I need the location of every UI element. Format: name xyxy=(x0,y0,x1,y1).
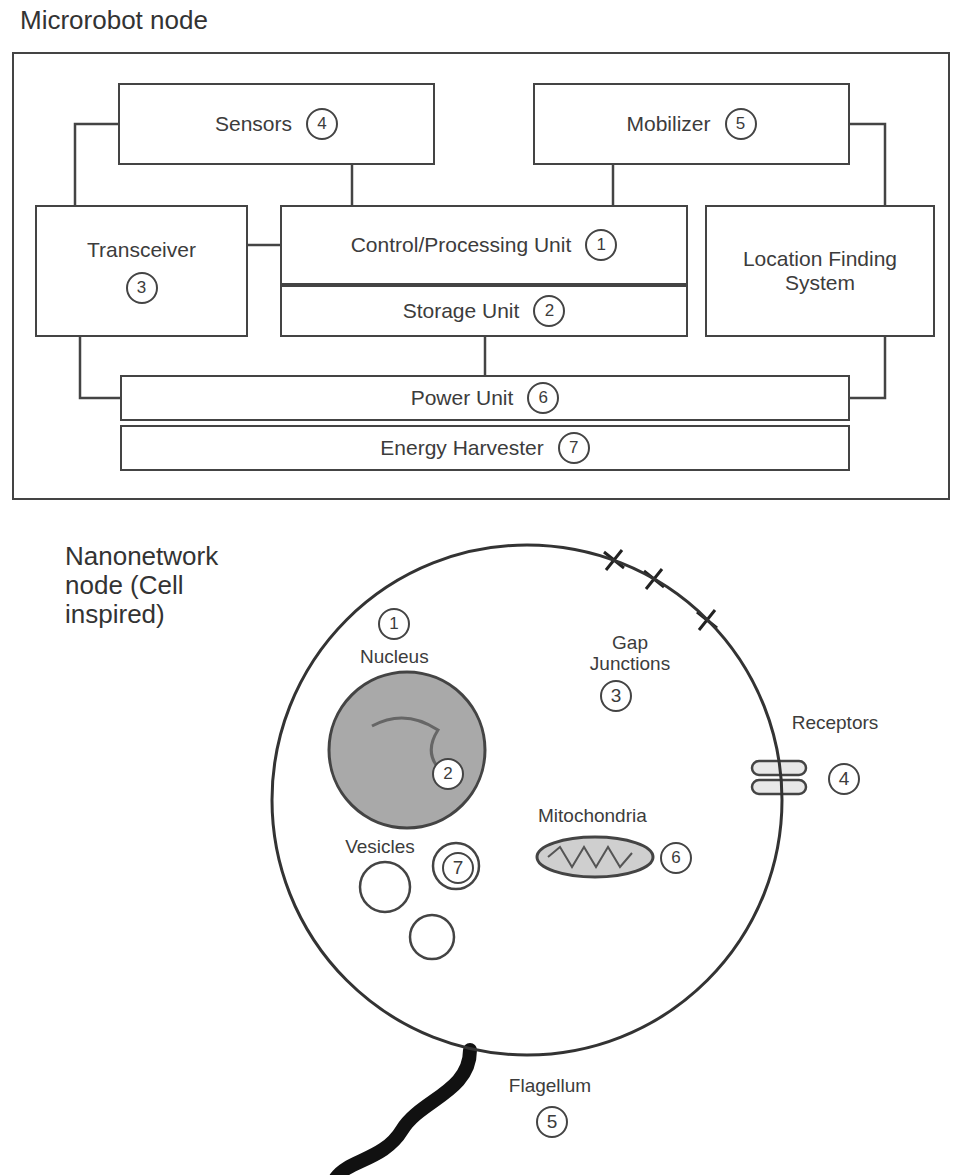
box-label: Power Unit xyxy=(411,386,514,410)
processing-box: Control/Processing Unit 1 xyxy=(280,205,688,285)
part-label: Vesicles xyxy=(335,836,425,857)
cell-node: Nanonetwork node (Cell inspired) 1Nucleus… xyxy=(0,520,963,1065)
callout-number: 2 xyxy=(533,295,565,327)
part-label: Flagellum xyxy=(500,1075,600,1096)
mobilizer-box: Mobilizer 5 xyxy=(533,83,850,165)
nucleus-node: 1Nucleus 2 xyxy=(320,608,495,833)
part-label: Nucleus xyxy=(360,646,429,668)
mitochondria-node: Mitochondria 6 xyxy=(520,805,710,885)
storage-box: Storage Unit 2 xyxy=(280,285,688,337)
box-label: Mobilizer xyxy=(626,112,710,136)
connector-line xyxy=(75,124,118,205)
box-label: Sensors xyxy=(215,112,292,136)
connector-line xyxy=(80,337,120,398)
part-label: Gap Junctions xyxy=(575,632,685,675)
callout-number: 6 xyxy=(660,842,692,874)
callout-number: 5 xyxy=(725,108,757,140)
callout-number: 7 xyxy=(558,432,590,464)
connector-line xyxy=(248,244,280,247)
energy-harvester-band: Energy Harvester 7 xyxy=(120,425,850,471)
cell-membrane xyxy=(272,545,782,1055)
callout-number: 4 xyxy=(306,108,338,140)
callout-number: 1 xyxy=(378,608,410,640)
nucleus-circle xyxy=(329,672,485,828)
connector-line xyxy=(612,165,615,205)
cristae xyxy=(548,847,632,867)
connector-line xyxy=(850,337,885,398)
vesicle-circles xyxy=(360,843,479,959)
connector-line xyxy=(850,124,885,205)
transceiver-box: Transceiver 3 xyxy=(35,205,248,337)
node-heading: Nanonetwork node (Cell inspired) xyxy=(65,542,240,629)
callout-number: 6 xyxy=(527,382,559,414)
callout-number: 7 xyxy=(442,852,474,884)
node-heading: Microrobot node xyxy=(20,6,208,35)
sensors-box: Sensors 4 xyxy=(118,83,435,165)
part-label: Mitochondria xyxy=(538,805,647,827)
connector-line xyxy=(484,337,487,375)
location-box: Location Finding System xyxy=(705,205,935,337)
box-label: Energy Harvester xyxy=(380,436,543,460)
flagellum-tail xyxy=(336,1050,470,1175)
part-label: Receptors xyxy=(785,712,885,733)
nucleus-outline xyxy=(320,608,495,833)
power-unit-band: Power Unit 6 xyxy=(120,375,850,421)
box-label: Location Finding System xyxy=(719,247,921,295)
callout-number: 4 xyxy=(828,763,860,795)
callout-number: 5 xyxy=(536,1106,568,1138)
mitochondria-shape xyxy=(537,837,653,877)
box-label: Storage Unit xyxy=(403,299,520,323)
callout-number: 3 xyxy=(126,272,158,304)
callout-number: 2 xyxy=(432,758,464,790)
callout-number: 1 xyxy=(585,229,617,261)
microrobot-group: Microrobot nodeSensors 4 Mobilizer 5Transce… xyxy=(0,0,963,505)
box-label: Control/Processing Unit xyxy=(351,233,572,257)
callout-number: 3 xyxy=(600,680,632,712)
connector-line xyxy=(351,165,354,205)
box-label: Transceiver xyxy=(87,238,196,262)
